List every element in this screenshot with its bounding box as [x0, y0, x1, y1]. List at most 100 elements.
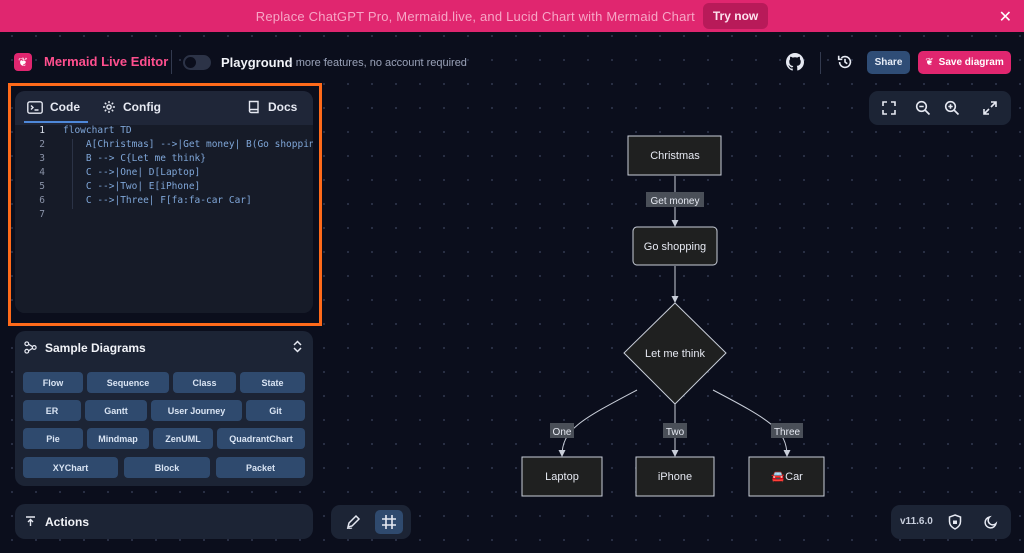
tab-docs-label: Docs [268, 100, 298, 114]
sample-flow[interactable]: Flow [23, 372, 83, 393]
sample-er[interactable]: ER [23, 400, 81, 421]
node-let-me-think[interactable]: Let me think [623, 302, 727, 405]
svg-text:Two: Two [666, 427, 685, 438]
fit-screen-icon[interactable] [881, 100, 897, 116]
svg-text:Let me think: Let me think [645, 348, 705, 360]
sample-zenuml[interactable]: ZenUML [153, 428, 213, 449]
sample-block[interactable]: Block [124, 457, 210, 478]
editor-tabs: Code Config Docs [15, 91, 313, 125]
sample-quadrantchart[interactable]: QuadrantChart [217, 428, 305, 449]
sample-mindmap[interactable]: Mindmap [87, 428, 149, 449]
svg-text:One: One [553, 427, 572, 438]
node-christmas[interactable]: Christmas [627, 135, 722, 176]
tab-code[interactable]: Code [24, 100, 88, 123]
car-icon: 🚘 [771, 471, 785, 483]
github-icon[interactable] [786, 53, 804, 71]
line-number: 5 [39, 181, 45, 192]
svg-text:Get money: Get money [651, 196, 700, 207]
edge-label-two: Two [663, 423, 687, 438]
code-text: flowchart TD [63, 125, 132, 136]
sample-state[interactable]: State [240, 372, 305, 393]
grid-icon [382, 515, 396, 529]
node-car[interactable]: 🚘 Car [748, 456, 825, 497]
line-number: 1 [39, 125, 45, 136]
code-input-area[interactable]: 1 flowchart TD 2 A[Christmas] -->|Get mo… [15, 125, 313, 313]
save-diagram-button[interactable]: ❦ Save diagram [918, 51, 1011, 74]
edge-label-one: One [550, 423, 574, 438]
zoom-in-icon[interactable] [944, 100, 960, 116]
sample-sequence[interactable]: Sequence [87, 372, 169, 393]
edge-label-three: Three [771, 423, 803, 438]
sample-class[interactable]: Class [173, 372, 236, 393]
actions-title: Actions [45, 515, 90, 529]
sample-user-journey[interactable]: User Journey [151, 400, 242, 421]
canvas-toolbar [331, 505, 411, 539]
pen-edit-icon[interactable] [345, 514, 361, 530]
diagram-icon [24, 341, 37, 354]
node-iphone[interactable]: iPhone [635, 456, 715, 497]
share-button[interactable]: Share [867, 51, 910, 74]
line-number: 4 [39, 167, 45, 178]
moon-icon[interactable] [984, 515, 998, 529]
line-number: 2 [39, 139, 45, 150]
version-label: v11.6.0 [900, 516, 933, 527]
node-go-shopping[interactable]: Go shopping [632, 226, 718, 266]
flowchart-diagram[interactable]: Get money One Two Three Christmas Go sho… [500, 120, 830, 510]
book-icon [248, 100, 259, 114]
code-text: C -->|Two| E[iPhone] [63, 181, 201, 192]
toggle-knob [185, 57, 196, 68]
editor-highlight [8, 83, 322, 326]
promo-banner: Replace ChatGPT Pro, Mermaid.live, and L… [0, 0, 1024, 32]
code-editor-panel: Code Config Docs 1 flowchart TD 2 A[Chri… [15, 91, 313, 313]
history-icon[interactable] [836, 53, 854, 71]
chevron-collapse-icon[interactable] [292, 340, 303, 353]
sample-gantt[interactable]: Gantt [85, 400, 147, 421]
line-number: 7 [39, 209, 45, 220]
header-divider [820, 52, 821, 74]
svg-text:iPhone: iPhone [658, 471, 692, 483]
tab-docs[interactable]: Docs [248, 100, 297, 114]
sample-diagrams-panel: Sample Diagrams Flow Sequence Class Stat… [15, 331, 313, 486]
zoom-out-icon[interactable] [915, 100, 931, 116]
zoom-toolbar [869, 91, 1011, 125]
sample-xychart[interactable]: XYChart [23, 457, 118, 478]
gear-icon [103, 101, 115, 113]
sample-diagrams-header[interactable]: Sample Diagrams [15, 331, 313, 363]
header-divider [171, 50, 172, 74]
tab-code-label: Code [50, 100, 80, 114]
actions-panel[interactable]: Actions [15, 504, 313, 539]
indent-guide [72, 139, 73, 209]
try-now-button[interactable]: Try now [702, 3, 769, 29]
code-text: C -->|Three| F[fa:fa-car Car] [63, 195, 252, 206]
sample-diagrams-title: Sample Diagrams [45, 341, 146, 355]
playground-subtitle: - more features, no account required [289, 57, 467, 69]
mermaid-logo-icon[interactable]: ❦ [14, 53, 32, 71]
mermaid-icon: ❦ [925, 57, 934, 68]
sample-git[interactable]: Git [246, 400, 305, 421]
close-icon[interactable]: ✕ [998, 9, 1012, 26]
line-number: 3 [39, 153, 45, 164]
playground-toggle[interactable] [183, 55, 211, 70]
save-diagram-label: Save diagram [938, 57, 1004, 68]
code-text: B --> C{Let me think} [63, 153, 206, 164]
node-laptop[interactable]: Laptop [521, 456, 603, 497]
sample-pie[interactable]: Pie [23, 428, 83, 449]
grid-toggle-button[interactable] [375, 510, 403, 534]
app-header: ❦ Mermaid Live Editor Playground - more … [0, 32, 1024, 92]
sample-packet[interactable]: Packet [216, 457, 305, 478]
line-number: 6 [39, 195, 45, 206]
svg-text:Laptop: Laptop [545, 471, 579, 483]
edge-label-get-money: Get money [646, 192, 704, 207]
expand-icon[interactable] [982, 100, 998, 116]
code-text: A[Christmas] -->|Get money| B(Go shoppin… [63, 139, 313, 150]
playground-label: Playground [221, 55, 293, 70]
svg-text:Car: Car [785, 471, 803, 483]
app-title[interactable]: Mermaid Live Editor [44, 54, 169, 69]
tab-config[interactable]: Config [102, 100, 161, 114]
banner-text: Replace ChatGPT Pro, Mermaid.live, and L… [255, 8, 695, 24]
shield-icon[interactable] [948, 514, 962, 530]
svg-text:Go shopping: Go shopping [644, 241, 706, 253]
svg-text:Three: Three [774, 427, 801, 438]
code-text: C -->|One| D[Laptop] [63, 167, 201, 178]
svg-text:Christmas: Christmas [650, 150, 700, 162]
